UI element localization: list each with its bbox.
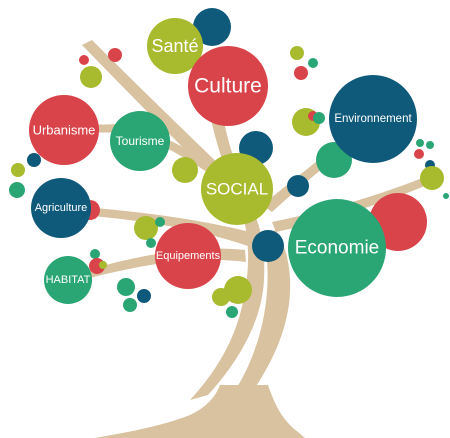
bubble-economie: Economie [288,199,386,297]
bubble-economie-label: Economie [295,238,380,259]
bubble-environnement-label: Environnement [334,113,412,125]
decor-bubble [90,249,100,259]
bubble-social: SOCIAL [201,153,273,225]
decor-bubble [212,288,230,306]
bubble-agriculture-circle [31,178,91,238]
decor-bubble [117,278,135,296]
bubble-social-label: SOCIAL [206,180,268,199]
decor-bubble [108,48,122,62]
decor-bubble [443,193,449,199]
decor-bubble [287,175,309,197]
bubble-culture: Culture [188,46,268,126]
bubble-habitat-label: HABITAT [46,274,91,286]
bubble-equipements-circle [155,223,221,289]
bubble-social-circle [201,153,273,225]
bubble-urbanisme: Urbanisme [29,95,99,165]
decor-bubble [146,238,156,248]
bubble-tourisme: Tourisme [110,111,170,171]
bubble-habitat-circle [44,256,92,304]
decor-bubble [9,182,25,198]
tree-trunk-right [228,230,291,400]
bubble-urbanisme-circle [29,95,99,165]
decor-bubble [123,298,137,312]
decor-bubble [79,55,89,65]
decor-bubble [99,261,107,269]
decor-bubble [27,153,41,167]
decor-bubble [137,289,151,303]
decor-bubble [416,139,424,147]
tree-roots [95,385,305,438]
branch-sante [82,40,245,196]
decor-bubble [226,306,238,318]
decor-bubble [193,8,231,46]
decor-bubble [308,58,318,68]
decor-bubble [420,166,444,190]
bubble-sante: Santé [147,18,203,74]
bubble-tourisme-circle [110,111,170,171]
decor-bubble [80,66,102,88]
bubble-sante-circle [147,18,203,74]
decor-bubble [294,66,308,80]
decor-bubble [313,112,325,124]
decor-bubble [11,163,25,177]
bubble-agriculture: Agriculture [31,178,91,238]
decor-bubble [414,149,424,159]
bubble-sante-label: Santé [151,36,198,56]
bubble-agriculture-label: Agriculture [35,202,88,214]
bubble-culture-circle [188,46,268,126]
bubble-equipements-label: Equipements [156,250,221,262]
bubble-tourisme-label: Tourisme [116,134,165,148]
decor-bubble [134,216,158,240]
bubble-environnement: Environnement [329,75,417,163]
bubble-culture-label: Culture [194,75,262,98]
bubble-environnement-circle [329,75,417,163]
bubble-economie-circle [288,199,386,297]
bubble-equipements: Equipements [155,223,221,289]
decor-bubble [224,276,252,304]
labeled-bubbles: Santé Culture Urbanisme Tourisme Environ… [29,18,417,304]
decor-bubble [290,46,304,60]
branch-agriculture [58,205,250,246]
decor-bubble [155,217,165,227]
decor-bubble [252,230,284,262]
decor-bubble [172,157,198,183]
bubble-habitat: HABITAT [44,256,92,304]
decor-bubble [426,141,434,149]
bubble-urbanisme-label: Urbanisme [33,123,96,138]
